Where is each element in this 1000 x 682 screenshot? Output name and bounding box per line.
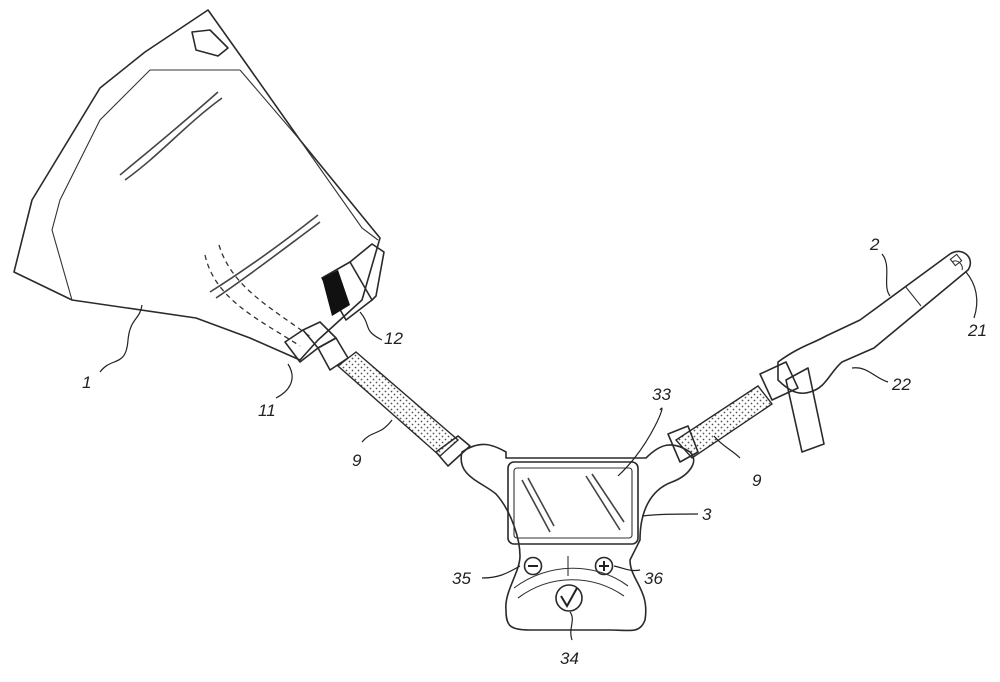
label-bag: 1 <box>82 373 91 392</box>
inner-tube <box>205 255 300 346</box>
label-catheter: 2 <box>869 235 880 254</box>
label-display: 33 <box>652 385 671 404</box>
label-minus-button: 35 <box>452 569 471 588</box>
display-screen <box>514 468 632 538</box>
label-tube-right: 9 <box>752 471 762 490</box>
catheter-tip-icon <box>952 261 962 270</box>
label-plus-button: 36 <box>644 569 663 588</box>
display-frame <box>508 462 638 544</box>
fluid-bag <box>14 10 380 360</box>
tube-clamp-right <box>760 362 824 452</box>
plus-button[interactable] <box>596 558 613 575</box>
label-clamp: 12 <box>384 329 403 348</box>
tube-right <box>676 386 772 458</box>
label-catheter-tip: 21 <box>967 321 987 340</box>
label-control-unit: 3 <box>702 505 712 524</box>
label-tube-left: 9 <box>352 451 362 470</box>
bag-outlet-connector <box>285 322 348 370</box>
label-bag-outlet: 11 <box>258 401 276 420</box>
leader-lines <box>100 254 977 640</box>
tube-left <box>338 352 458 456</box>
label-catheter-grip: 22 <box>891 375 911 394</box>
control-unit <box>461 444 694 630</box>
confirm-button[interactable] <box>556 585 582 611</box>
catheter <box>778 251 970 393</box>
label-confirm-button: 34 <box>560 649 579 668</box>
minus-button[interactable] <box>525 558 542 575</box>
hanger-hole-icon <box>192 30 228 56</box>
